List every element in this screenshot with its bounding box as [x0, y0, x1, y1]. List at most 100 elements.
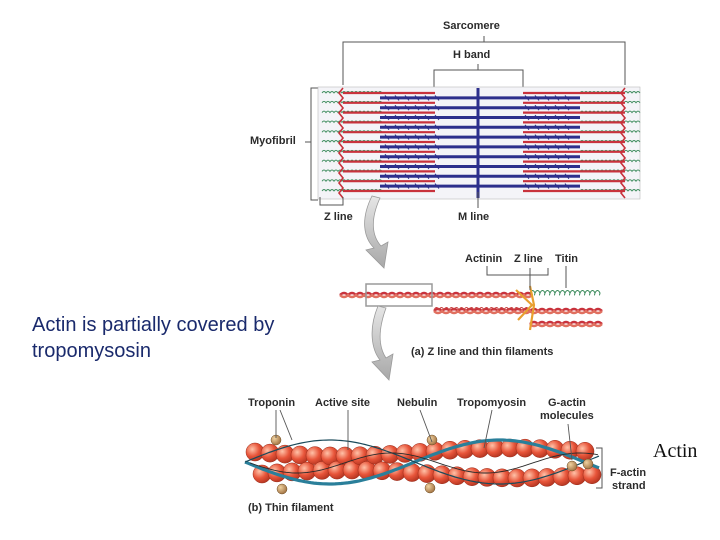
- myosin-head: [424, 134, 430, 140]
- titin-coil: [321, 100, 383, 104]
- actin-side-label: Actin: [653, 440, 698, 462]
- myosin-head: [424, 173, 430, 180]
- myosin-head: [384, 173, 390, 180]
- troponin-complex: [566, 460, 578, 472]
- myosin-head: [404, 104, 410, 111]
- myosin-head: [434, 114, 440, 121]
- sarcomere-label: Sarcomere: [443, 20, 500, 32]
- titin-coil: [433, 307, 530, 312]
- myosin-head: [394, 173, 400, 180]
- myosin-head: [434, 183, 440, 189]
- titin-coil: [321, 140, 383, 143]
- f-actin-bracket: [596, 447, 603, 489]
- myosin-head: [544, 134, 550, 140]
- z-line-small-label: Z line: [514, 253, 543, 265]
- myosin-head: [404, 95, 410, 101]
- myosin-head: [414, 114, 420, 121]
- caption-line-2: tropomysosin: [32, 340, 151, 362]
- titin-coil: [529, 290, 601, 296]
- myosin-head: [434, 173, 440, 180]
- myosin-head: [394, 104, 400, 111]
- myosin-head: [394, 144, 400, 150]
- caption-line-1: Actin is partially covered by: [32, 314, 275, 336]
- myosin-head: [524, 153, 530, 160]
- myosin-head: [564, 173, 570, 180]
- myosin-head: [554, 134, 560, 140]
- myosin-head: [414, 95, 420, 101]
- myosin-head: [554, 173, 560, 180]
- myosin-head: [384, 134, 390, 140]
- zoom-arrow-2: [371, 305, 394, 381]
- myosin-head: [564, 134, 570, 140]
- titin-coil: [321, 169, 383, 173]
- myosin-head: [404, 144, 410, 150]
- myosin-head: [414, 163, 420, 170]
- myosin-head: [564, 153, 570, 160]
- titin-coil: [321, 110, 383, 114]
- titin-coil: [579, 169, 641, 173]
- actin-strand: [433, 309, 603, 315]
- z-line-leader: [319, 197, 344, 206]
- titin-coil: [579, 149, 641, 153]
- z-line-mark: [337, 87, 345, 199]
- myosin-head: [544, 183, 550, 189]
- titin-coil: [321, 130, 383, 134]
- myosin-head: [524, 183, 530, 189]
- molecules-label: molecules: [540, 410, 594, 422]
- caption-text: Actin is partially covered by tropomysos…: [32, 312, 352, 364]
- myosin-head: [414, 144, 420, 150]
- myosin-head: [554, 104, 560, 111]
- myosin-head: [384, 124, 390, 131]
- myosin-head: [414, 183, 420, 189]
- sarcomere-bracket: [342, 36, 626, 85]
- titin-coil: [579, 189, 641, 192]
- tropomyosin-strand: [244, 439, 600, 485]
- zoom-box: [365, 283, 433, 307]
- strand-label: strand: [612, 480, 646, 492]
- myosin-head: [524, 104, 530, 111]
- myosin-head: [544, 163, 550, 170]
- titin-coil: [579, 110, 641, 114]
- z-line-label: Z line: [324, 211, 353, 223]
- myosin-head: [554, 144, 560, 150]
- myosin-head: [434, 144, 440, 150]
- myosin-head: [564, 163, 570, 170]
- myosin-head: [404, 173, 410, 180]
- myosin-head: [434, 95, 440, 101]
- myosin-head: [544, 153, 550, 160]
- m-line-label: M line: [458, 211, 490, 223]
- myosin-head: [384, 163, 390, 170]
- zoom-arrow-1: [364, 195, 389, 269]
- myosin-head: [434, 153, 440, 160]
- z-line-thin-filaments: [339, 285, 603, 331]
- actinin-leader: [486, 266, 567, 290]
- myofibril-diagram: [317, 86, 641, 200]
- myosin-head: [544, 95, 550, 101]
- myosin-head: [554, 124, 560, 131]
- label-leader: [419, 409, 433, 443]
- myosin-head: [564, 95, 570, 101]
- troponin-complex: [424, 482, 436, 494]
- titin-coil: [321, 120, 383, 124]
- myosin-head: [384, 183, 390, 189]
- titin-coil: [321, 159, 383, 163]
- f-actin-label: F-actin: [610, 467, 647, 479]
- myosin-head: [534, 114, 540, 121]
- myosin-head: [524, 124, 530, 131]
- panel-a-caption: (a) Z line and thin filaments: [411, 346, 554, 358]
- titin-coil: [579, 159, 641, 163]
- myosin-head: [524, 134, 530, 140]
- actinin-crosslink: [515, 285, 536, 331]
- titin-coil: [321, 179, 383, 183]
- myosin-head: [554, 163, 560, 170]
- myosin-head: [534, 95, 540, 101]
- myosin-head: [554, 153, 560, 160]
- nebulin-label: Nebulin: [397, 397, 438, 409]
- myosin-head: [414, 104, 420, 111]
- myosin-head: [424, 144, 430, 150]
- myosin-head: [404, 153, 410, 160]
- titin-coil: [579, 179, 641, 183]
- myosin-head: [524, 95, 530, 101]
- myosin-head: [554, 95, 560, 101]
- myosin-head: [384, 114, 390, 121]
